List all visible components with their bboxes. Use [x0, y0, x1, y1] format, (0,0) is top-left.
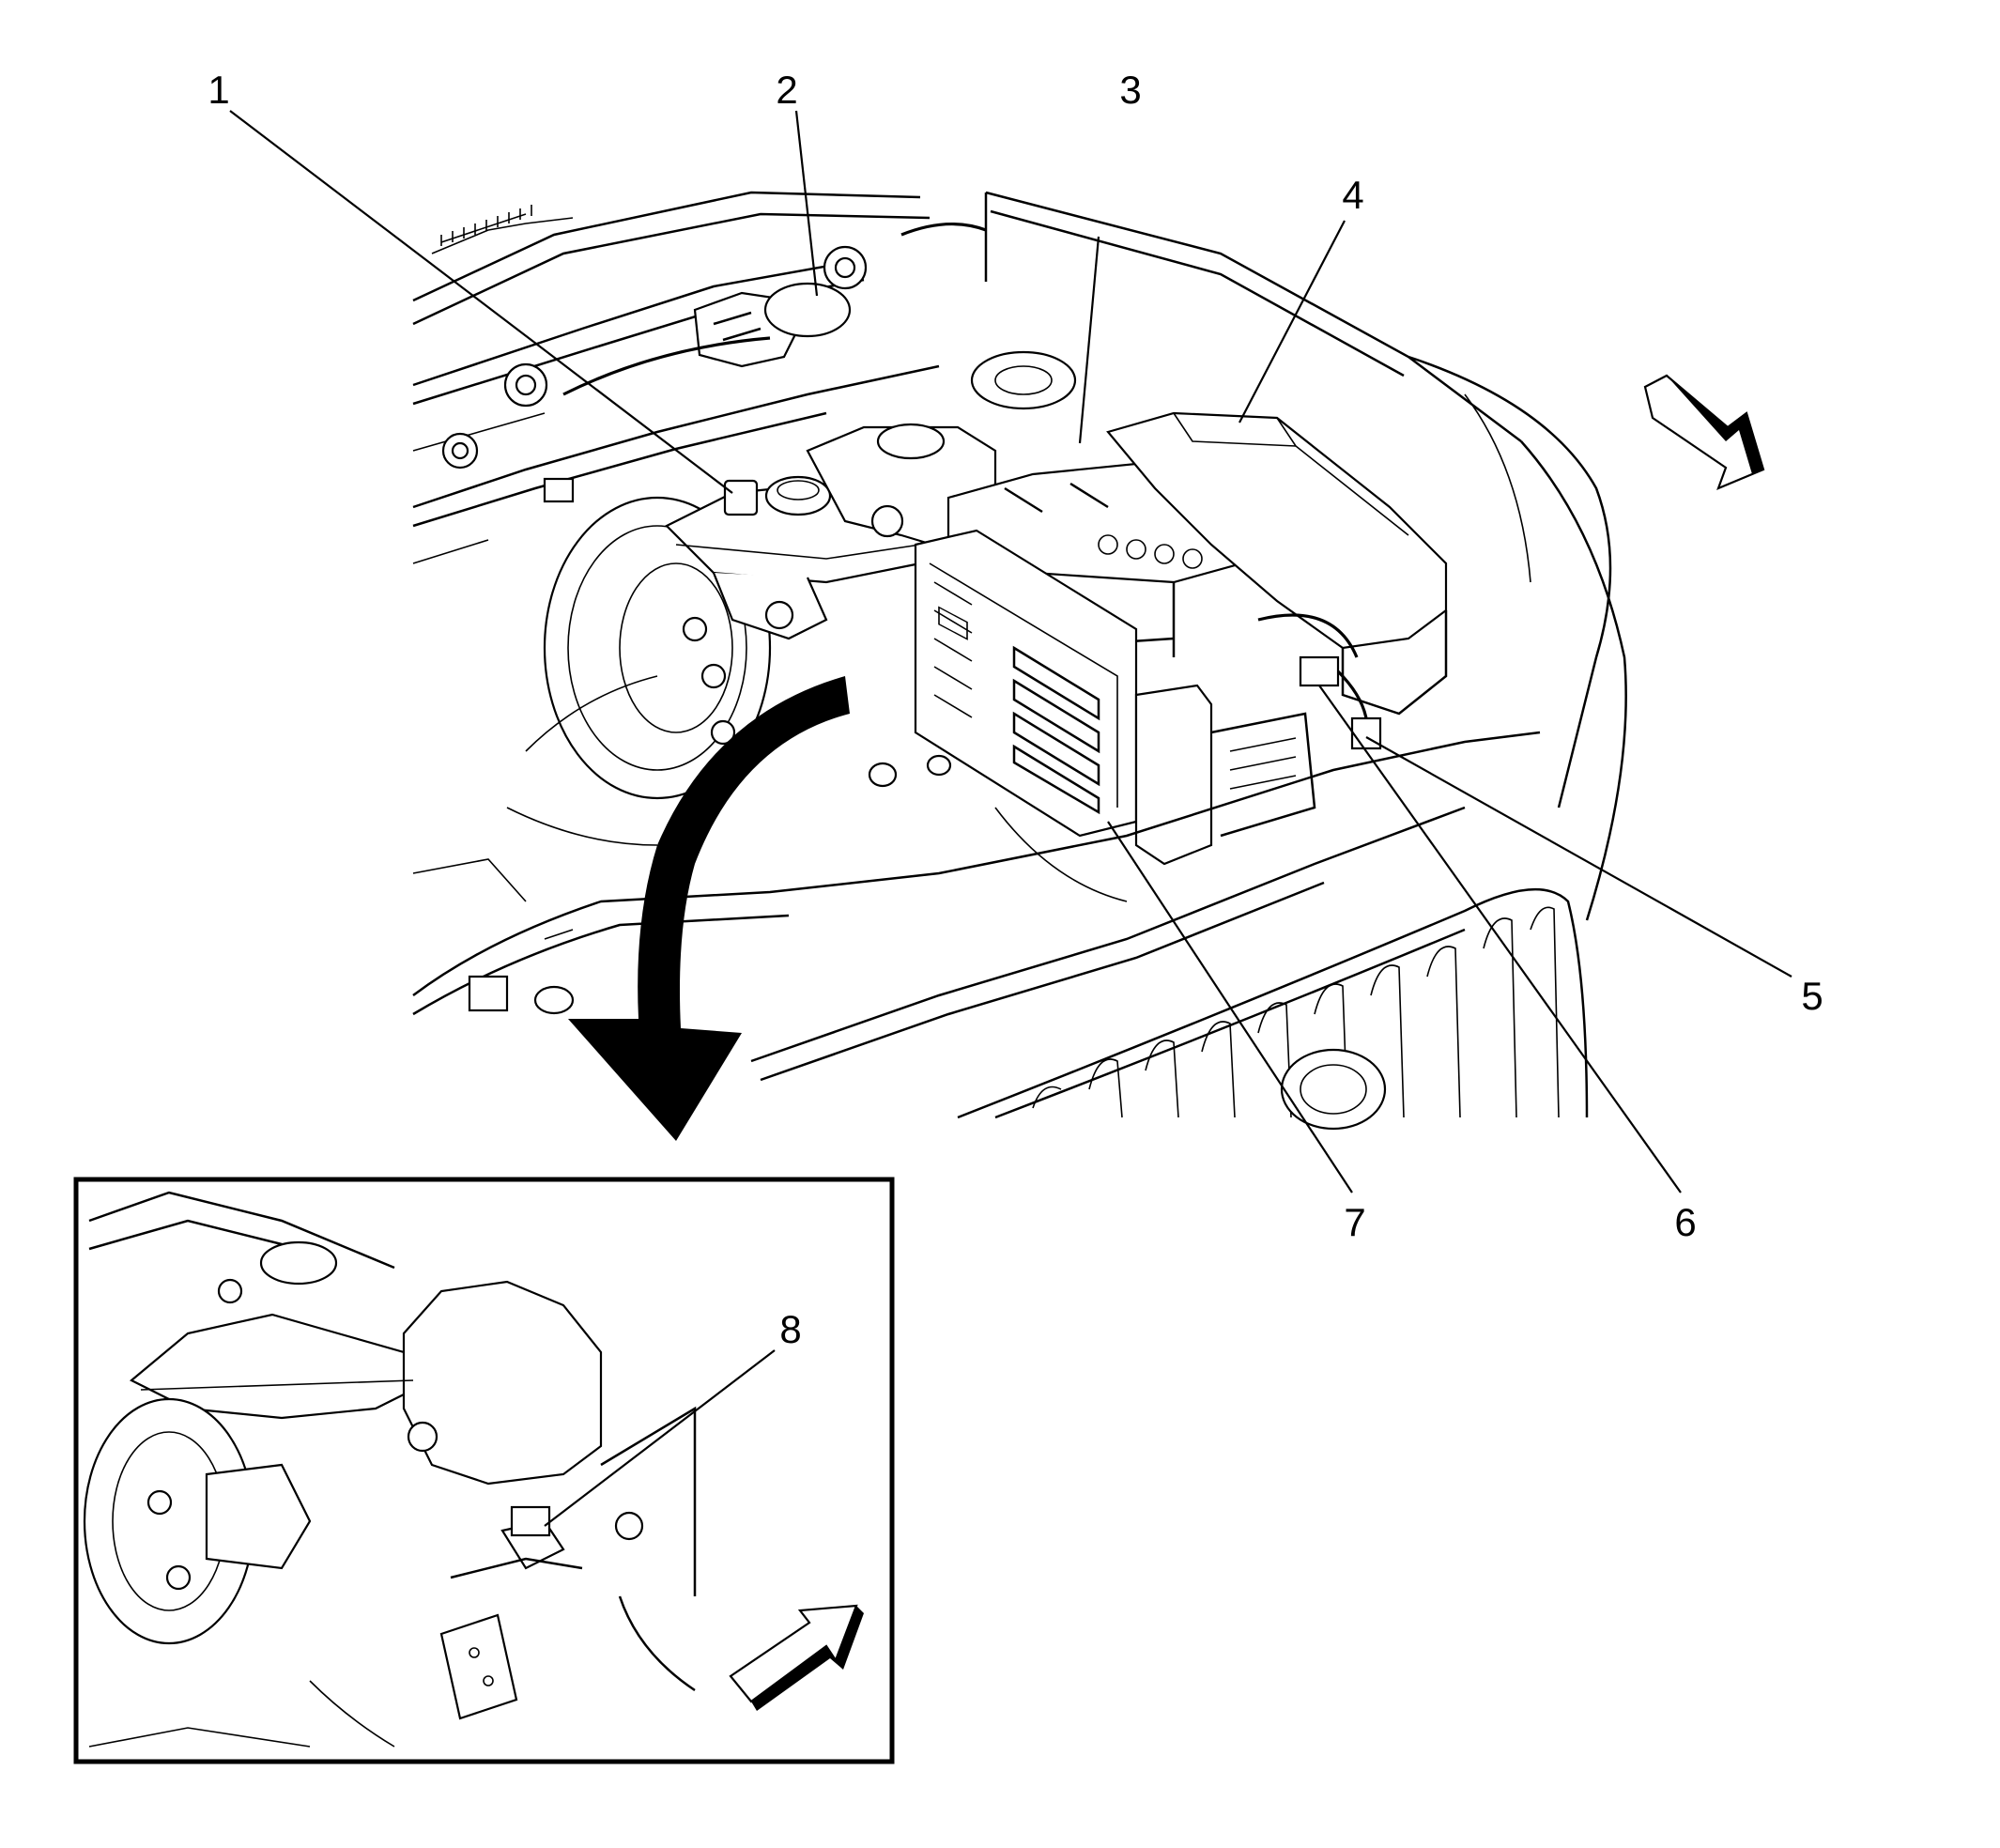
- callout-1: 1: [208, 68, 229, 112]
- leader-line-6: [1318, 685, 1682, 1194]
- leader-line-3: [1078, 236, 1100, 444]
- wiper-motor: [562, 223, 987, 396]
- engine-control-module: [914, 529, 1138, 838]
- leader-line-1: [229, 110, 733, 494]
- callout-3: 3: [1119, 68, 1141, 112]
- leader-line-8: [544, 1349, 776, 1527]
- callout-8: 8: [779, 1307, 801, 1351]
- cowl-panel: [412, 191, 940, 564]
- underhood-fuse-block: [1106, 411, 1448, 716]
- grille: [957, 887, 1589, 1131]
- callout-5: 5: [1801, 974, 1823, 1018]
- callout-6: 6: [1674, 1200, 1696, 1244]
- forward-arrow-icon: [1643, 374, 1765, 490]
- callout-7: 7: [1344, 1200, 1365, 1244]
- callouts: 1 2 3 4 5 6 7 8: [208, 68, 1823, 1351]
- connectors: [1257, 613, 1382, 750]
- callout-4: 4: [1342, 173, 1363, 217]
- leader-line-4: [1238, 220, 1346, 424]
- radiator-support: [412, 675, 1541, 1082]
- strut-tower: [970, 191, 1627, 921]
- leader-line-2: [794, 110, 819, 297]
- leader-line-7: [1107, 821, 1353, 1194]
- ecm-bracket: [1134, 684, 1316, 866]
- forward-arrow-icon: [729, 1604, 864, 1711]
- main-view: [412, 191, 1627, 1141]
- callout-2: 2: [776, 68, 797, 112]
- leader-line-5: [1365, 736, 1792, 978]
- leader-lines: [229, 110, 1792, 1527]
- curved-arrow-icon: [568, 676, 850, 1141]
